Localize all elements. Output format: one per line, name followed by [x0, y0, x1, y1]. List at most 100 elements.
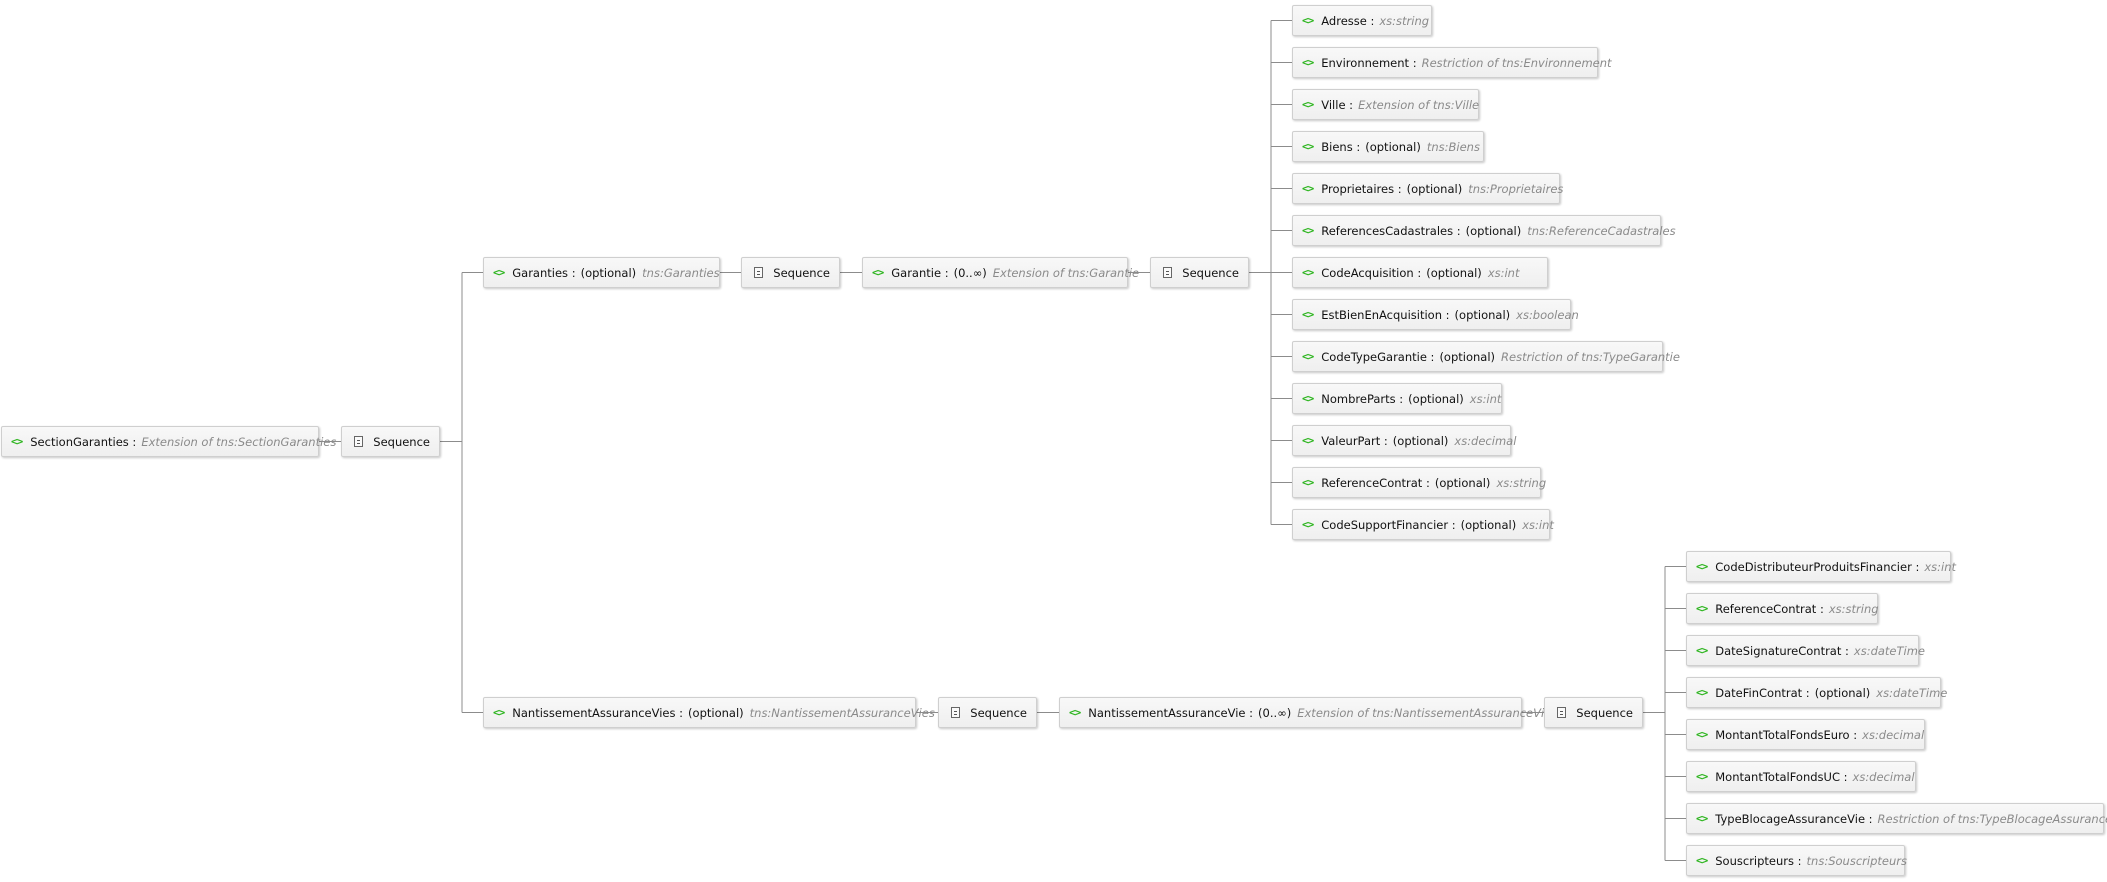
sequence-label: Sequence	[1182, 265, 1239, 280]
element-node-referencecontrat-nav[interactable]: <> ReferenceContrat : xs:string	[1686, 593, 1879, 624]
element-node-estbienenacquisition[interactable]: <> EstBienEnAcquisition : (optional) xs:…	[1292, 299, 1579, 330]
sequence-label: Sequence	[1576, 705, 1633, 720]
element-name: MontantTotalFondsEuro	[1715, 727, 1850, 742]
element-type: xs:dateTime	[1853, 643, 1926, 658]
element-type: Restriction of tns:TypeBlocageAssuranceV…	[1877, 811, 2107, 826]
element-node-datefincontrat[interactable]: <> DateFinContrat : (optional) xs:dateTi…	[1686, 677, 1947, 708]
element-icon: <>	[872, 266, 884, 279]
element-icon: <>	[1696, 644, 1708, 657]
element-node-proprietaires[interactable]: <> Proprietaires : (optional) tns:Propri…	[1292, 173, 1564, 204]
element-node-typeblocageassurancevie[interactable]: <> TypeBlocageAssuranceVie : Restriction…	[1686, 803, 2107, 834]
element-node-referencescadastrales[interactable]: <> ReferencesCadastrales : (optional) tn…	[1292, 215, 1676, 246]
element-icon: <>	[1302, 434, 1314, 447]
element-name: ReferenceContrat	[1715, 601, 1817, 616]
element-node-garantie[interactable]: <> Garantie : (0..∞) Extension of tns:Ga…	[862, 257, 1139, 288]
element-type: xs:string	[1828, 601, 1879, 616]
separator: :	[675, 705, 684, 720]
element-occurrence: (optional)	[1392, 433, 1449, 448]
element-type: xs:decimal	[1454, 433, 1517, 448]
element-icon: <>	[1302, 224, 1314, 237]
element-node-biens[interactable]: <> Biens : (optional) tns:Biens	[1292, 131, 1484, 162]
element-icon: <>	[1302, 392, 1314, 405]
element-node-nantissementassurancevie[interactable]: <> NantissementAssuranceVie : (0..∞) Ext…	[1059, 697, 1551, 728]
element-node-ville[interactable]: <> Ville : Extension of tns:Ville	[1292, 89, 1479, 120]
sequence-node-nantissement[interactable]: Sequence	[1544, 697, 1643, 728]
sequence-node-nantissements[interactable]: Sequence	[938, 697, 1037, 728]
separator: :	[1802, 685, 1810, 700]
element-name: Proprietaires	[1321, 181, 1395, 196]
element-type: xs:boolean	[1516, 307, 1579, 322]
element-occurrence: (optional)	[688, 705, 744, 720]
element-name: Souscripteurs	[1715, 853, 1795, 868]
element-node-environnement[interactable]: <> Environnement : Restriction of tns:En…	[1292, 47, 1612, 78]
element-icon: <>	[1302, 140, 1314, 153]
separator: :	[1865, 811, 1873, 826]
element-type: tns:Biens	[1426, 139, 1480, 154]
sequence-node-root[interactable]: Sequence	[341, 426, 440, 457]
element-node-souscripteurs[interactable]: <> Souscripteurs : tns:Souscripteurs	[1686, 845, 1907, 876]
separator: :	[1442, 307, 1450, 322]
element-icon: <>	[1696, 686, 1708, 699]
element-name: Adresse	[1321, 13, 1367, 28]
sequence-label: Sequence	[970, 705, 1027, 720]
element-node-referencecontrat[interactable]: <> ReferenceContrat : (optional) xs:stri…	[1292, 467, 1546, 498]
element-icon: <>	[1696, 812, 1708, 825]
element-occurrence: (optional)	[1406, 181, 1463, 196]
element-name: DateSignatureContrat	[1715, 643, 1842, 658]
element-node-valeurpart[interactable]: <> ValeurPart : (optional) xs:decimal	[1292, 425, 1516, 456]
element-name: SectionGaranties	[30, 434, 129, 449]
element-node-datesignaturecontrat[interactable]: <> DateSignatureContrat : xs:dateTime	[1686, 635, 1925, 666]
element-name: CodeDistributeurProduitsFinancier	[1715, 559, 1912, 574]
element-occurrence: (0..∞)	[953, 265, 987, 280]
element-type: tns:Proprietaires	[1468, 181, 1564, 196]
separator: :	[1409, 55, 1417, 70]
element-occurrence: (optional)	[1439, 349, 1496, 364]
element-icon: <>	[1696, 854, 1708, 867]
separator: :	[1794, 853, 1802, 868]
element-name: CodeSupportFinancier	[1321, 517, 1449, 532]
sequence-icon	[754, 267, 764, 278]
element-name: DateFinContrat	[1715, 685, 1803, 700]
sequence-node-garantie[interactable]: Sequence	[1150, 257, 1249, 288]
element-icon: <>	[1302, 518, 1314, 531]
element-icon: <>	[1696, 602, 1708, 615]
element-name: ReferenceContrat	[1321, 475, 1423, 490]
separator: :	[1345, 97, 1354, 112]
element-node-codedistributeurproduitsfinancier[interactable]: <> CodeDistributeurProduitsFinancier : x…	[1686, 551, 1956, 582]
element-type: Extension of tns:Ville	[1358, 97, 1480, 112]
separator: :	[1366, 13, 1375, 28]
element-node-codeacquisition[interactable]: <> CodeAcquisition : (optional) xs:int	[1292, 257, 1548, 288]
element-node-codesupportfinancier[interactable]: <> CodeSupportFinancier : (optional) xs:…	[1292, 509, 1554, 540]
element-node-adresse[interactable]: <> Adresse : xs:string	[1292, 5, 1432, 36]
element-type: tns:Souscripteurs	[1806, 853, 1907, 868]
element-node-montanttotalfondsuc[interactable]: <> MontantTotalFondsUC : xs:decimal	[1686, 761, 1916, 792]
element-node-nantissementassurancevies[interactable]: <> NantissementAssuranceVies : (optional…	[483, 697, 935, 728]
sequence-icon	[1557, 707, 1567, 718]
element-icon: <>	[1302, 56, 1314, 69]
separator: :	[1448, 517, 1456, 532]
element-icon: <>	[1696, 770, 1708, 783]
element-type: tns:NantissementAssuranceVies	[749, 705, 935, 720]
element-occurrence: (optional)	[1365, 139, 1421, 154]
element-type: tns:Garanties	[642, 265, 720, 280]
element-name: NantissementAssuranceVie	[1088, 705, 1246, 720]
element-node-nombreparts[interactable]: <> NombreParts : (optional) xs:int	[1292, 383, 1502, 414]
element-name: Ville	[1321, 97, 1346, 112]
separator: :	[1911, 559, 1920, 574]
element-type: xs:int	[1522, 517, 1554, 532]
element-node-codetypegarantie[interactable]: <> CodeTypeGarantie : (optional) Restric…	[1292, 341, 1680, 372]
element-node-garanties[interactable]: <> Garanties : (optional) tns:Garanties	[483, 257, 720, 288]
element-name: NantissementAssuranceVies	[512, 705, 676, 720]
element-icon: <>	[493, 706, 505, 719]
element-type: xs:string	[1496, 475, 1547, 490]
element-node-montanttotalfondseuro[interactable]: <> MontantTotalFondsEuro : xs:decimal	[1686, 719, 1925, 750]
element-type: Restriction of tns:TypeGarantie	[1501, 349, 1680, 364]
element-node-sectiongaranties[interactable]: <> SectionGaranties : Extension of tns:S…	[1, 426, 336, 457]
element-name: Garantie	[891, 265, 942, 280]
element-icon: <>	[1069, 706, 1081, 719]
element-name: TypeBlocageAssuranceVie	[1715, 811, 1866, 826]
element-name: EstBienEnAcquisition	[1321, 307, 1443, 322]
sequence-node-garanties[interactable]: Sequence	[741, 257, 840, 288]
